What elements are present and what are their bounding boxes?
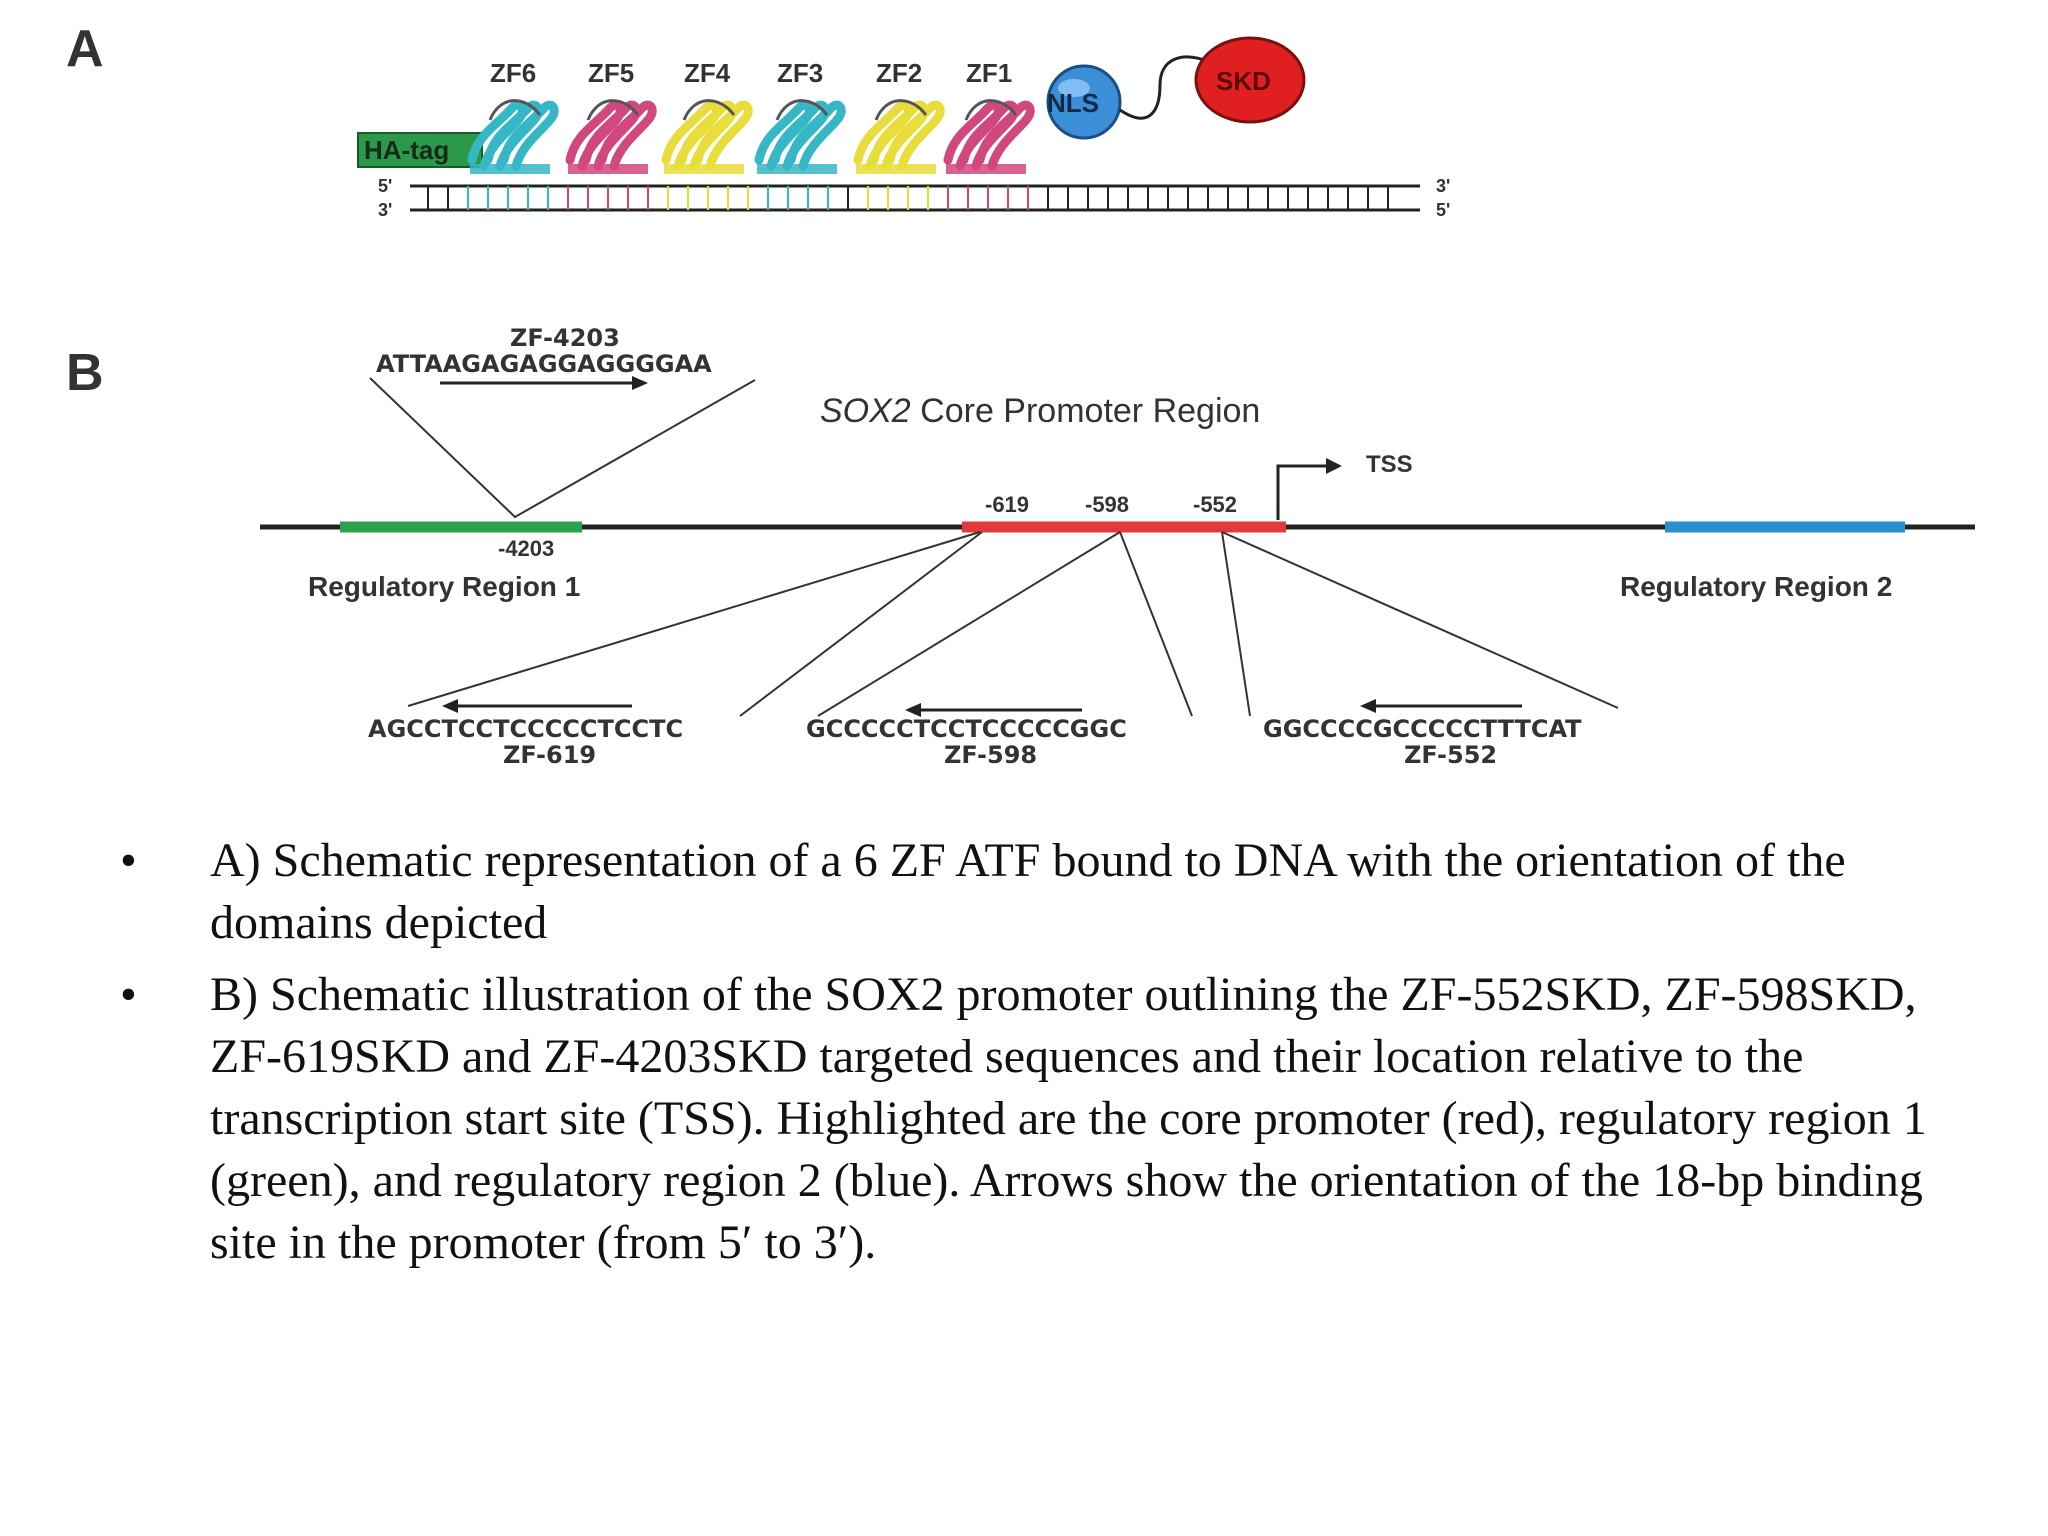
zf-contact-bar [946,164,1026,174]
region2-label: Regulatory Region 2 [1620,571,1892,602]
zf552-arrowhead [1360,699,1376,713]
zf4-label: ZF4 [684,58,731,88]
zf598-sequence: GCCCCCTCCTCCCCCGGC [806,715,1127,743]
zf-backbone [586,99,640,121]
zf5-label: ZF5 [588,58,634,88]
caption-bullet-b: • B) Schematic illustration of the SOX2 … [110,964,1950,1274]
zf619-callout-left [407,531,981,707]
zf-domain-glyph [853,99,945,174]
zf598-arrowhead [905,703,921,717]
zf619-arrowhead [442,699,458,713]
zf1-label: ZF1 [966,58,1012,88]
zf-backbone [682,99,736,121]
zf552-sequence: GGCCCCGCCCCCTTTCAT [1263,715,1582,743]
zf552-callout-left [1221,531,1251,717]
zf619-name: ZF-619 [503,741,596,769]
zf-contact-bar [664,164,744,174]
zf-domains [467,99,1035,174]
zf552-name: ZF-552 [1404,741,1497,769]
ha-tag: HA-tag [357,132,483,168]
bullet-marker: • [120,834,137,887]
zf-domain-glyph [467,99,559,174]
zf-domain-glyph [661,99,753,174]
ha-tag-label: HA-tag [364,135,449,165]
zf-domain-glyph [754,99,846,174]
figure: A ZF6 ZF5 ZF4 ZF3 ZF2 ZF1 HA-tag NLS SKD [66,20,1975,769]
zf-helix [499,100,559,171]
zf-domain-glyph [943,99,1035,174]
linker [1119,55,1211,120]
zf4203-arrowhead [632,376,648,390]
caption-text-a: A) Schematic representation of a 6 ZF AT… [210,834,1846,949]
nls-domain: NLS [1046,64,1122,140]
panel-b: B ZF-4203 ATTAAGAGAGGAGGGGAA SOX2 Core P… [66,324,1975,769]
zf3-label: ZF3 [777,58,823,88]
zf598-name: ZF-598 [944,741,1037,769]
skd-domain: SKD [1194,36,1306,124]
zf-contact-bar [568,164,648,174]
dna-ladder: 5' 3' 3' 5' [378,176,1450,220]
zf2-label: ZF2 [876,58,922,88]
caption-text-b: B) Schematic illustration of the SOX2 pr… [210,968,1927,1269]
tss-label: TSS [1366,451,1413,478]
zf619-sequence: AGCCTCCTCCCCCTCCTC [368,715,683,743]
tss-marker [1276,464,1330,520]
zf619-callout-right [739,531,983,717]
zf-backbone [874,99,928,121]
zf-helix [597,100,657,171]
zf4203-name: ZF-4203 [510,324,620,352]
caption-bullet-a: • A) Schematic representation of a 6 ZF … [110,830,1950,954]
bullet-marker: • [120,968,137,1021]
panel-b-letter: B [66,344,104,402]
zf-domain-glyph [565,99,657,174]
strand-right-top: 3' [1436,176,1450,196]
zf-helix [885,100,945,171]
pos-552-label: -552 [1193,492,1237,517]
zf-contact-bar [856,164,936,174]
strand-left-top: 5' [378,176,392,196]
zf-helix [786,100,846,171]
pos-4203-label: -4203 [498,536,554,561]
panel-a-letter: A [66,20,104,78]
strand-right-bottom: 5' [1436,200,1450,220]
pos-619-label: -619 [985,492,1029,517]
region1-label: Regulatory Region 1 [308,571,580,602]
strand-left-bottom: 3' [378,200,392,220]
zf4203-callout [369,377,756,519]
zf-contact-bar [757,164,837,174]
zf-contact-bar [470,164,550,174]
zf598-callout-right [1119,531,1193,717]
zf598-callout-left [817,531,1121,717]
pos-598-label: -598 [1085,492,1129,517]
caption: • A) Schematic representation of a 6 ZF … [110,830,1950,1284]
tss-arrowhead [1326,458,1342,474]
panel-a: A ZF6 ZF5 ZF4 ZF3 ZF2 ZF1 HA-tag NLS SKD [66,20,1450,220]
zf-backbone [775,99,829,121]
zf4203-sequence: ATTAAGAGAGGAGGGGAA [376,350,712,378]
zf-backbone [964,99,1018,121]
zf-backbone [488,99,542,121]
nls-label: NLS [1047,88,1099,118]
zf552-callout-right [1221,531,1619,709]
skd-label: SKD [1216,66,1271,96]
zf6-label: ZF6 [490,58,536,88]
zf-helix [975,100,1035,171]
zf-helix [693,100,753,171]
zf-labels: ZF6 ZF5 ZF4 ZF3 ZF2 ZF1 [490,58,1012,88]
promoter-title: SOX2 Core Promoter Region [820,392,1260,430]
